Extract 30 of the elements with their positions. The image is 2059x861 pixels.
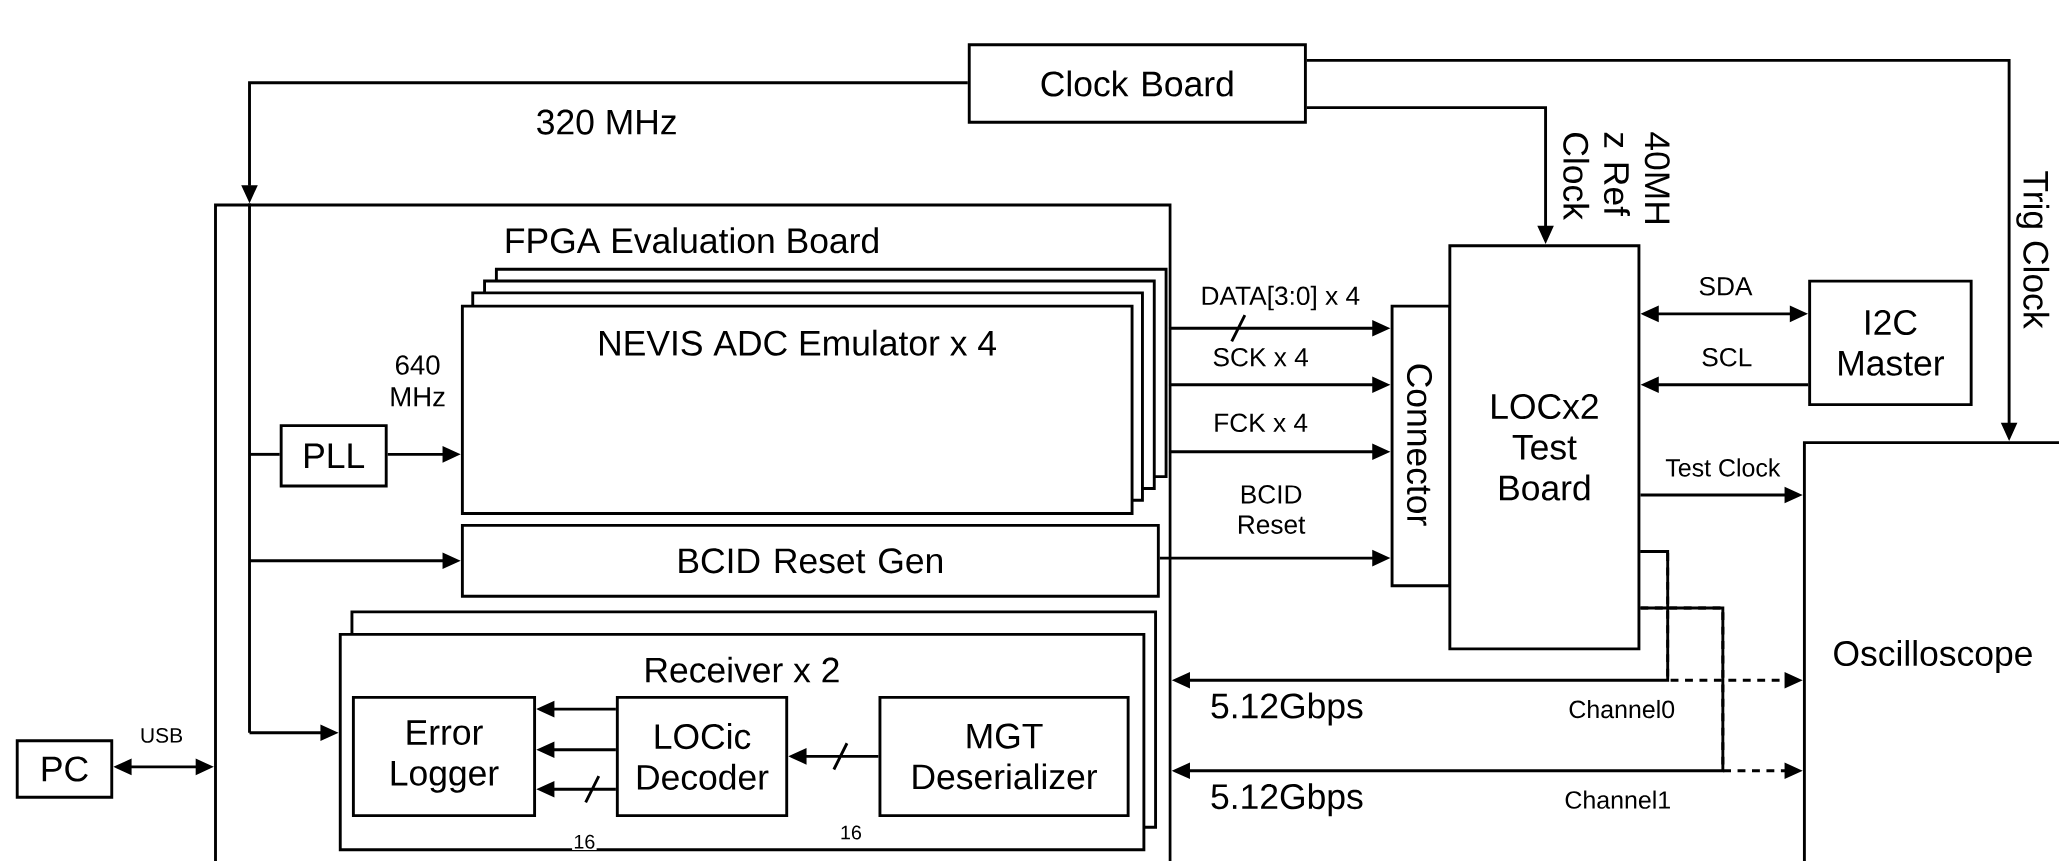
edge-label: 320 MHz xyxy=(534,108,679,136)
block-box: PLL xyxy=(279,423,388,488)
connector-line xyxy=(248,203,251,733)
edge-label: DATA[3:0] x 4 xyxy=(1199,284,1362,312)
edge-label: 5.12Gbps xyxy=(1208,781,1366,818)
block-box: BCID Reset Gen xyxy=(460,523,1160,598)
block-box: I2C Master xyxy=(1808,279,1973,406)
oscilloscope-box: Oscilloscope xyxy=(1802,441,2059,861)
edge-label: 640 MHz xyxy=(386,353,450,408)
edge-label: 5.12Gbps xyxy=(1208,691,1366,727)
edge-label: SCK x 4 xyxy=(1211,346,1311,368)
edge-label: Trig Clock xyxy=(2014,168,2051,330)
edge-label: BCID Reset xyxy=(1223,483,1319,535)
connector-box: Connector xyxy=(1390,304,1452,588)
edge-label: Test Clock xyxy=(1664,456,1782,478)
channel-label: Channel0 xyxy=(1569,699,1675,719)
channel-label: Channel1 xyxy=(1565,790,1670,809)
block-box: MGT Deserializer xyxy=(878,695,1130,817)
block-box: Error Logger xyxy=(351,695,537,817)
edge-label: FCK x 4 xyxy=(1211,412,1310,434)
block-box: LOCic Decoder xyxy=(615,695,789,817)
edge-label: SCL xyxy=(1699,346,1754,368)
edge-label: 16 xyxy=(572,833,597,850)
emulator-block: NEVIS ADC Emulator x 4 xyxy=(460,267,1168,515)
block-box: PC xyxy=(15,739,114,799)
edge-label: 40MH z Ref Clock xyxy=(1561,129,1672,225)
block-box: Clock Board xyxy=(967,43,1307,124)
edge-label: SDA xyxy=(1697,275,1754,297)
edge-label: USB xyxy=(138,726,185,744)
edge-label: 16 xyxy=(838,824,864,841)
